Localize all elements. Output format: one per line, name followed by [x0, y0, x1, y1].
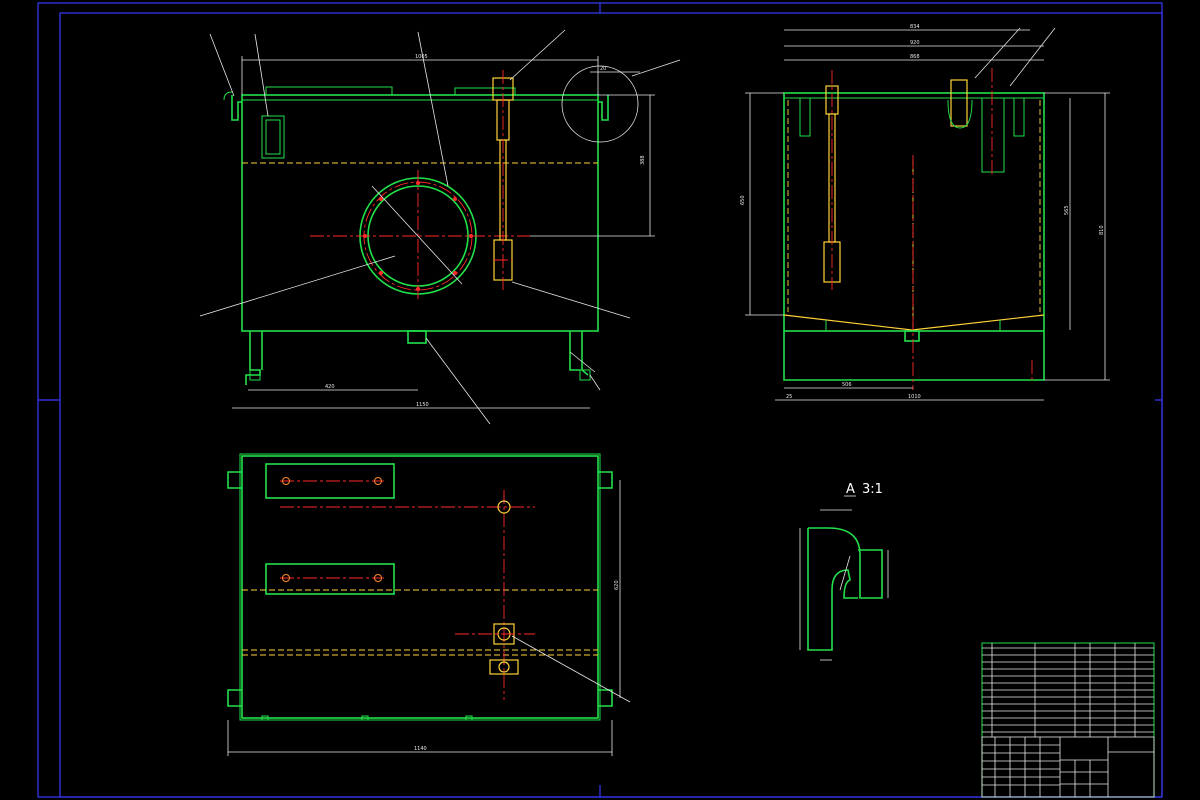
level-gauge[interactable] [492, 70, 514, 290]
svg-text:1140: 1140 [414, 746, 427, 752]
svg-text:420: 420 [325, 384, 335, 390]
svg-text:868: 868 [910, 54, 920, 60]
svg-text:388: 388 [640, 155, 646, 165]
svg-text:506: 506 [842, 382, 852, 388]
top-view[interactable]: 1140 620 [227, 453, 631, 756]
svg-text:25: 25 [786, 394, 792, 400]
detail-view-scale: 3:1 [862, 482, 883, 497]
svg-text:565: 565 [1064, 205, 1070, 215]
sheet-frame [37, 2, 1163, 798]
svg-text:1150: 1150 [416, 402, 429, 408]
svg-text:620: 620 [614, 580, 620, 590]
side-view[interactable]: 834 920 868 650 565 810 506 1010 25 [740, 24, 1110, 401]
svg-text:920: 920 [910, 40, 920, 46]
svg-text:20: 20 [600, 66, 606, 72]
detail-view-label: A [846, 482, 855, 497]
title-block[interactable] [981, 642, 1155, 798]
svg-text:1005: 1005 [415, 54, 428, 60]
svg-text:834: 834 [910, 24, 920, 30]
svg-text:650: 650 [740, 195, 746, 205]
detail-view-a[interactable]: A 3:1 [799, 482, 889, 661]
svg-text:1010: 1010 [908, 394, 921, 400]
front-view[interactable]: 1005 420 1150 388 20 [199, 29, 681, 425]
svg-text:810: 810 [1099, 225, 1105, 235]
cleaning-port-flange[interactable] [310, 170, 530, 300]
